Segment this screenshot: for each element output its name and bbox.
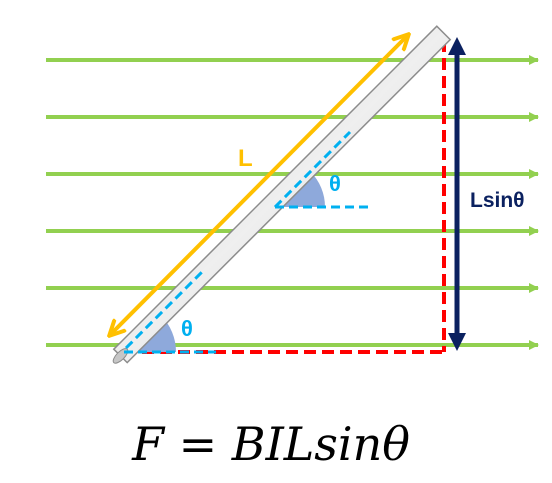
conductor-rod [112,25,452,364]
length-arrow [112,37,406,333]
length-label: L [238,145,253,172]
angle-label-upper: θ [329,171,341,196]
vertical-side-label: Lsinθ [470,189,525,212]
angle-label-lower: θ [181,316,193,341]
dashed-triangle [124,40,446,354]
force-formula: F = BILsinθ [131,417,410,471]
